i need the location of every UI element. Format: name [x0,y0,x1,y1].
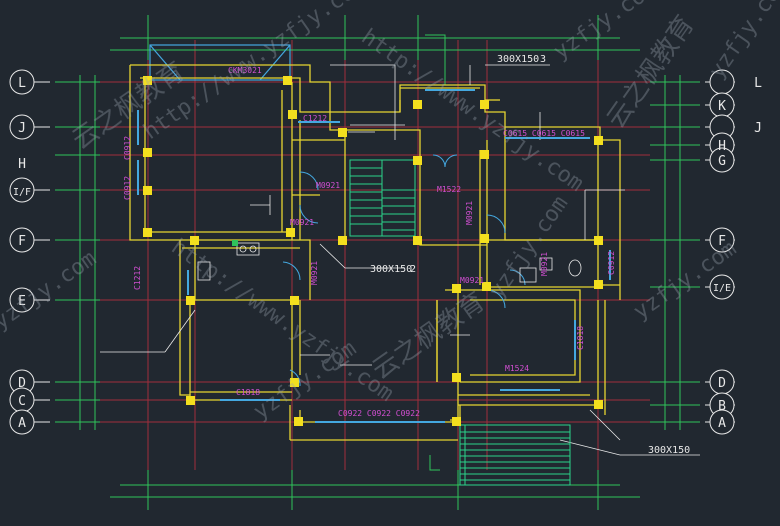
axis-label-left: D [18,376,26,391]
columns [143,76,603,426]
label-c1818-r: C1818 [576,326,585,350]
axis-label-right: G [718,154,726,169]
label-m0921-f: M0921 [540,252,549,276]
label-c0912-b: C0912 [123,176,132,200]
axis-labels-left: L J H I/F F E D C A [13,76,31,431]
stair-tag-top-no: 3 [540,54,546,65]
axis-bubbles-left [9,69,35,435]
label-c0922: C0922 C0922 C0922 [338,409,420,418]
label-m0921-b: M0921 [290,218,314,227]
watermark-text: 云之枫教育 [601,10,700,134]
kitchen-fixtures [197,242,582,283]
axis-label-left: E [18,294,26,309]
axis-label-right: K [718,99,726,114]
axis-label-right: B [718,399,726,414]
label-m1522: M1522 [437,185,461,194]
label-m0921-e: M0921 [460,276,484,285]
stair-tag-bottom: 300X150 [648,445,690,456]
axis-label-right: I/E [713,283,731,294]
label-c1818-b: C1818 [236,388,260,397]
watermark-text: 云之枫教育 [367,287,491,386]
stair-tag-top: 300X150 [497,54,539,65]
axis-label-left: C [18,394,26,409]
label-m1524: M1524 [505,364,529,373]
stair-symbol [349,159,571,486]
label-m0921-c: M0921 [465,201,474,225]
label-c0615: C0615 C0615 C0615 [503,129,585,138]
label-c1212-top: C1212 [303,114,327,123]
axis-labels-right: L K J H G F I/E D B A [713,76,762,431]
axis-label-right: H [718,139,726,154]
dimension-lines [55,15,700,510]
axis-label-left: I/F [13,187,31,198]
axis-label-right: A [718,416,726,431]
axis-label-left: F [18,234,26,249]
axis-label-right: J [754,121,762,136]
axis-label-left: L [18,76,26,91]
watermark-text: yzfjy.com [704,0,780,83]
roof-outline [149,44,291,81]
axis-label-left: H [18,157,26,172]
label-m0921-a: M0921 [316,181,340,190]
axis-label-right: L [754,76,762,91]
tag-labels: 300X150 3 300X150 2 300X150 [370,54,690,456]
room-labels: CKM3021 C1212 C0912 C0912 C0615 C0615 C0… [123,66,616,418]
watermarks: 云之枫教育 云之枫教育 云之枫教育 http://www.yzfjy.com h… [0,0,780,425]
axis-bubbles-right [709,69,735,435]
windows [137,89,611,423]
label-c0912-r: C0912 [607,251,616,275]
label-c1212-left: C1212 [133,266,142,290]
stair-tag-mid: 300X150 [370,264,412,275]
green-marker [232,240,238,246]
label-ckm3021: CKM3021 [228,66,262,75]
stair-tag-mid-no: 2 [410,264,416,275]
axis-label-right: F [718,234,726,249]
label-c0912-a: C0912 [123,136,132,160]
axis-label-left: A [18,416,26,431]
axis-label-left: J [18,121,26,136]
axis-label-right: D [718,376,726,391]
label-m0921-d: M0921 [310,261,319,285]
